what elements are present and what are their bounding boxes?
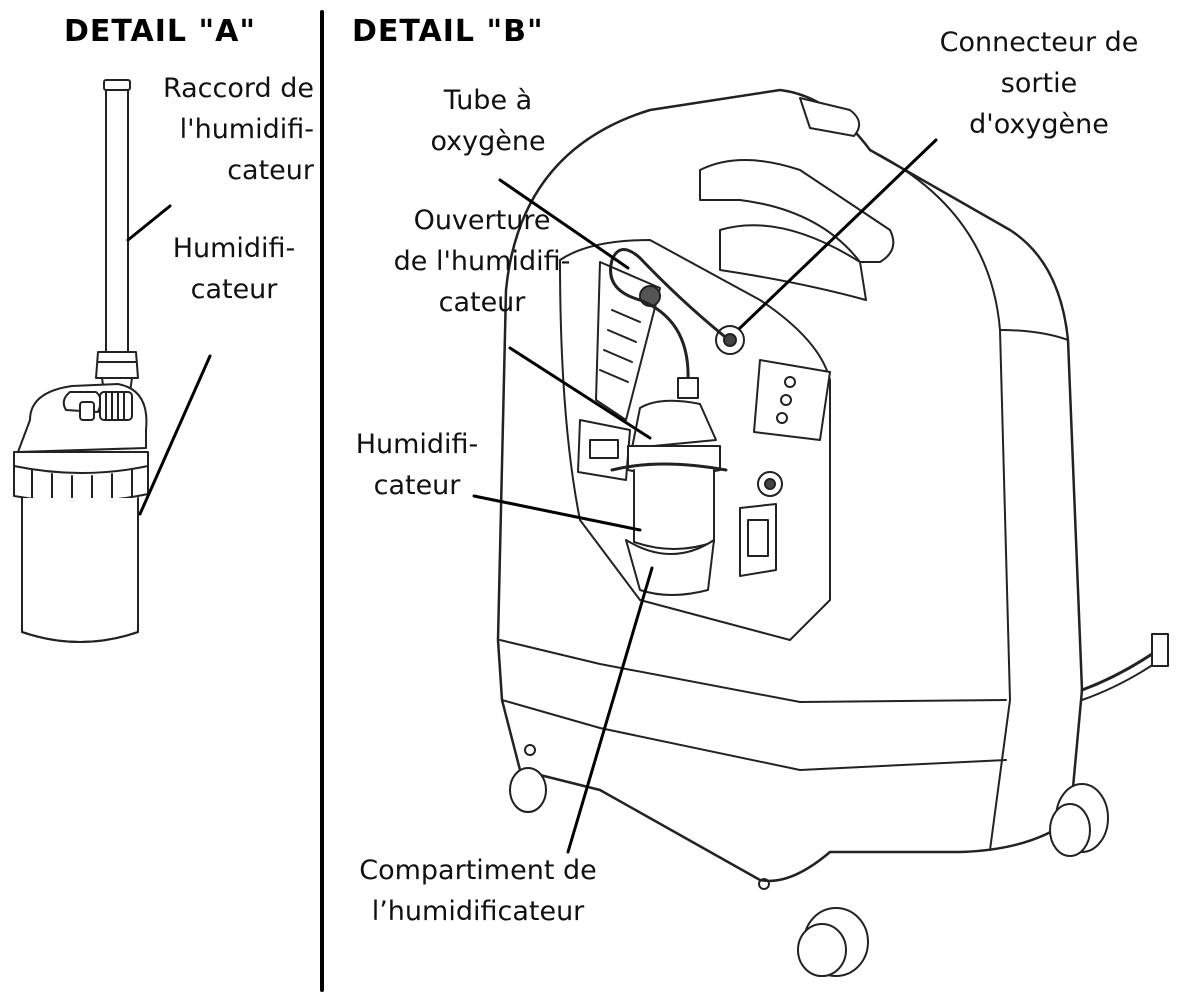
label-line: cateur (227, 155, 314, 186)
detail-b-concentrator-drawing (496, 88, 1169, 977)
label-line: cateur (190, 274, 278, 305)
detail-a-heading: DETAIL "A" (64, 14, 256, 49)
label-line: Connecteur de (939, 27, 1139, 58)
label-humidificateur-b: Humidifi- cateur (342, 424, 492, 506)
label-ouverture-humidificateur: Ouverture de l'humidifi- cateur (374, 200, 590, 323)
label-connecteur-sortie-oxygene: Connecteur de sortie d'oxygène (916, 22, 1162, 145)
label-line: sortie (1000, 68, 1078, 99)
label-line: l’humidificateur (371, 896, 585, 927)
label-line: oxygène (430, 126, 546, 157)
label-line: Compartiment de (359, 855, 597, 886)
label-line: cateur (373, 470, 461, 501)
detail-a-humidifier-drawing (13, 79, 149, 643)
label-line: cateur (438, 287, 526, 318)
label-line: de l'humidifi- (393, 246, 571, 277)
label-line: d'oxygène (969, 109, 1109, 140)
label-raccord-humidificateur: Raccord de l'humidifi- cateur (163, 68, 314, 191)
label-line: Raccord de (162, 73, 314, 104)
label-line: Tube à (443, 85, 533, 116)
label-humidificateur-a: Humidifi- cateur (164, 228, 304, 310)
detail-b-heading: DETAIL "B" (352, 14, 544, 49)
label-line: Ouverture (413, 205, 551, 236)
label-line: Humidifi- (172, 233, 296, 264)
label-tube-oxygene: Tube à oxygène (408, 80, 568, 162)
label-line: Humidifi- (355, 429, 479, 460)
label-compartiment-humidificateur: Compartiment de l’humidificateur (342, 850, 614, 932)
label-line: l'humidifi- (179, 114, 314, 145)
